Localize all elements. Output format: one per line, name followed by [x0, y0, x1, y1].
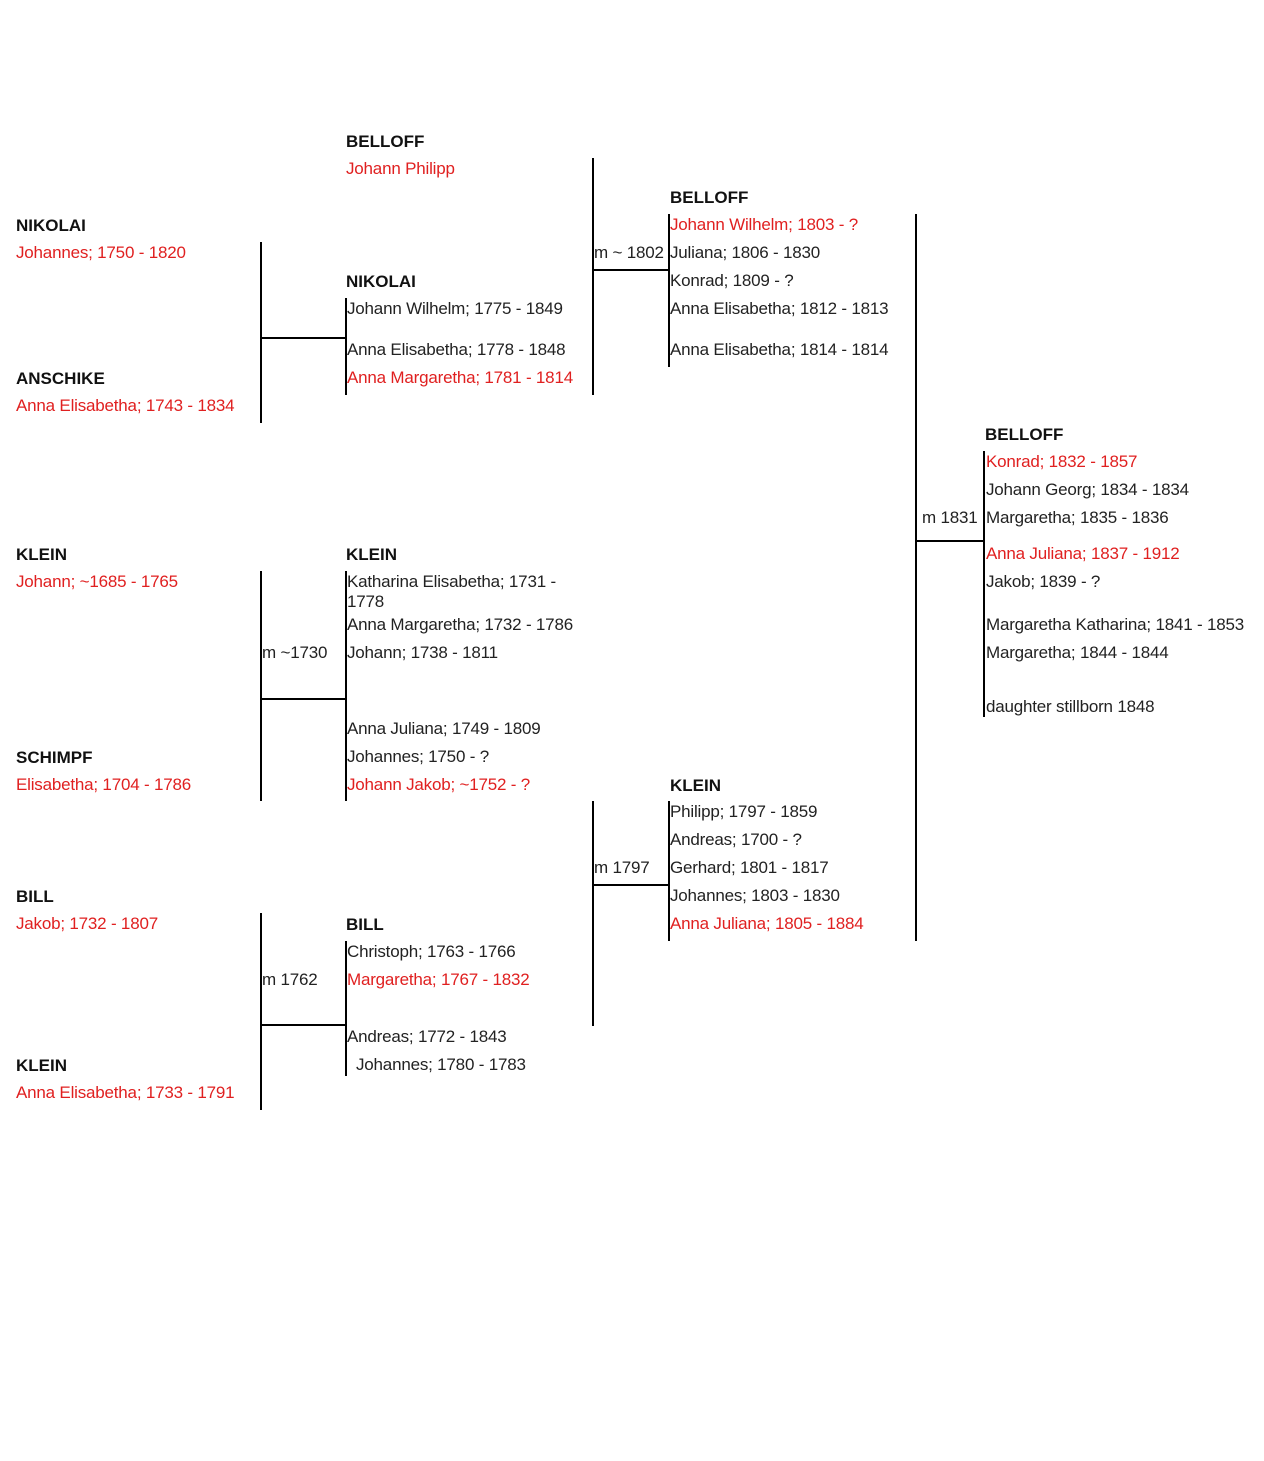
child-name: Margaretha; 1835 - 1836 — [986, 508, 1169, 527]
child-name: Christoph; 1763 - 1766 — [347, 942, 516, 961]
child-name: Johann; 1738 - 1811 — [347, 643, 498, 662]
ancestor-name: Elisabetha; 1704 - 1786 — [16, 775, 191, 794]
descent-connector — [260, 337, 347, 339]
child-name: Johann Wilhelm; 1775 - 1849 — [347, 299, 563, 318]
ancestor-surname: KLEIN — [16, 545, 67, 564]
couple-bracket — [260, 242, 262, 423]
children-bracket — [345, 941, 347, 1076]
child-name: Johann Georg; 1834 - 1834 — [986, 480, 1189, 499]
child-name: Juliana; 1806 - 1830 — [670, 243, 821, 262]
child-name: Anna Elisabetha; 1814 - 1814 — [670, 340, 889, 359]
family-surname: KLEIN — [670, 776, 721, 795]
children-bracket — [345, 298, 347, 395]
child-name: Margaretha; 1767 - 1832 — [347, 970, 530, 989]
child-name: Konrad; 1809 - ? — [670, 271, 794, 290]
descent-connector — [915, 540, 985, 542]
ancestor-surname: NIKOLAI — [16, 216, 86, 235]
family-surname: BILL — [346, 915, 384, 934]
child-name: Konrad; 1832 - 1857 — [986, 452, 1138, 471]
descent-connector — [260, 698, 347, 700]
ancestor-name: Jakob; 1732 - 1807 — [16, 914, 158, 933]
child-name: Anna Juliana; 1805 - 1884 — [670, 914, 864, 933]
children-bracket — [345, 571, 347, 801]
child-name: Andreas; 1700 - ? — [670, 830, 802, 849]
couple-bracket — [260, 571, 262, 801]
child-name: Andreas; 1772 - 1843 — [347, 1027, 507, 1046]
child-name: Gerhard; 1801 - 1817 — [670, 858, 829, 877]
child-name: Johannes; 1780 - 1783 — [356, 1055, 526, 1074]
child-name: Johann Wilhelm; 1803 - ? — [670, 215, 858, 234]
child-name: Anna Margaretha; 1732 - 1786 — [347, 615, 573, 634]
ancestor-surname: ANSCHIKE — [16, 369, 105, 388]
child-name: Johannes; 1750 - ? — [347, 747, 489, 766]
descent-connector — [260, 1024, 347, 1026]
family-surname: KLEIN — [346, 545, 397, 564]
children-bracket — [983, 451, 985, 717]
marriage-label: m ~ 1802 — [594, 243, 664, 262]
marriage-label: m ~1730 — [262, 643, 328, 662]
child-name: Anna Elisabetha; 1812 - 1813 — [670, 299, 889, 318]
child-name: Philipp; 1797 - 1859 — [670, 802, 818, 821]
family-surname: NIKOLAI — [346, 272, 416, 291]
couple-bracket — [260, 913, 262, 1110]
child-name: Anna Margaretha; 1781 - 1814 — [347, 368, 573, 387]
child-name: Anna Elisabetha; 1778 - 1848 — [347, 340, 566, 359]
child-name: Johann Philipp — [346, 159, 455, 178]
children-bracket — [668, 214, 670, 367]
ancestor-name: Johann; ~1685 - 1765 — [16, 572, 178, 591]
ancestor-name: Anna Elisabetha; 1733 - 1791 — [16, 1083, 235, 1102]
child-name: Margaretha Katharina; 1841 - 1853 — [986, 615, 1245, 634]
child-name: Johannes; 1803 - 1830 — [670, 886, 840, 905]
marriage-label: m 1762 — [262, 970, 318, 989]
marriage-label: m 1831 — [922, 508, 978, 527]
couple-bracket — [915, 214, 917, 941]
child-name: daughter stillborn 1848 — [986, 697, 1155, 716]
family-surname: BELLOFF — [346, 132, 425, 151]
ancestor-surname: KLEIN — [16, 1056, 67, 1075]
children-bracket — [668, 801, 670, 941]
marriage-label: m 1797 — [594, 858, 650, 877]
descent-connector — [592, 884, 670, 886]
ancestor-name: Anna Elisabetha; 1743 - 1834 — [16, 396, 235, 415]
couple-bracket — [592, 801, 594, 1026]
child-name: Katharina Elisabetha; 1731 - 1778 — [347, 572, 556, 611]
ancestor-surname: SCHIMPF — [16, 748, 93, 767]
child-name: Anna Juliana; 1749 - 1809 — [347, 719, 541, 738]
couple-bracket — [592, 158, 594, 395]
ancestor-surname: BILL — [16, 887, 54, 906]
child-name: Johann Jakob; ~1752 - ? — [347, 775, 531, 794]
ancestor-name: Johannes; 1750 - 1820 — [16, 243, 186, 262]
child-name: Jakob; 1839 - ? — [986, 572, 1101, 591]
child-name: Margaretha; 1844 - 1844 — [986, 643, 1169, 662]
family-surname: BELLOFF — [670, 188, 749, 207]
child-name: Anna Juliana; 1837 - 1912 — [986, 544, 1180, 563]
descent-connector — [592, 269, 670, 271]
family-surname: BELLOFF — [985, 425, 1064, 444]
